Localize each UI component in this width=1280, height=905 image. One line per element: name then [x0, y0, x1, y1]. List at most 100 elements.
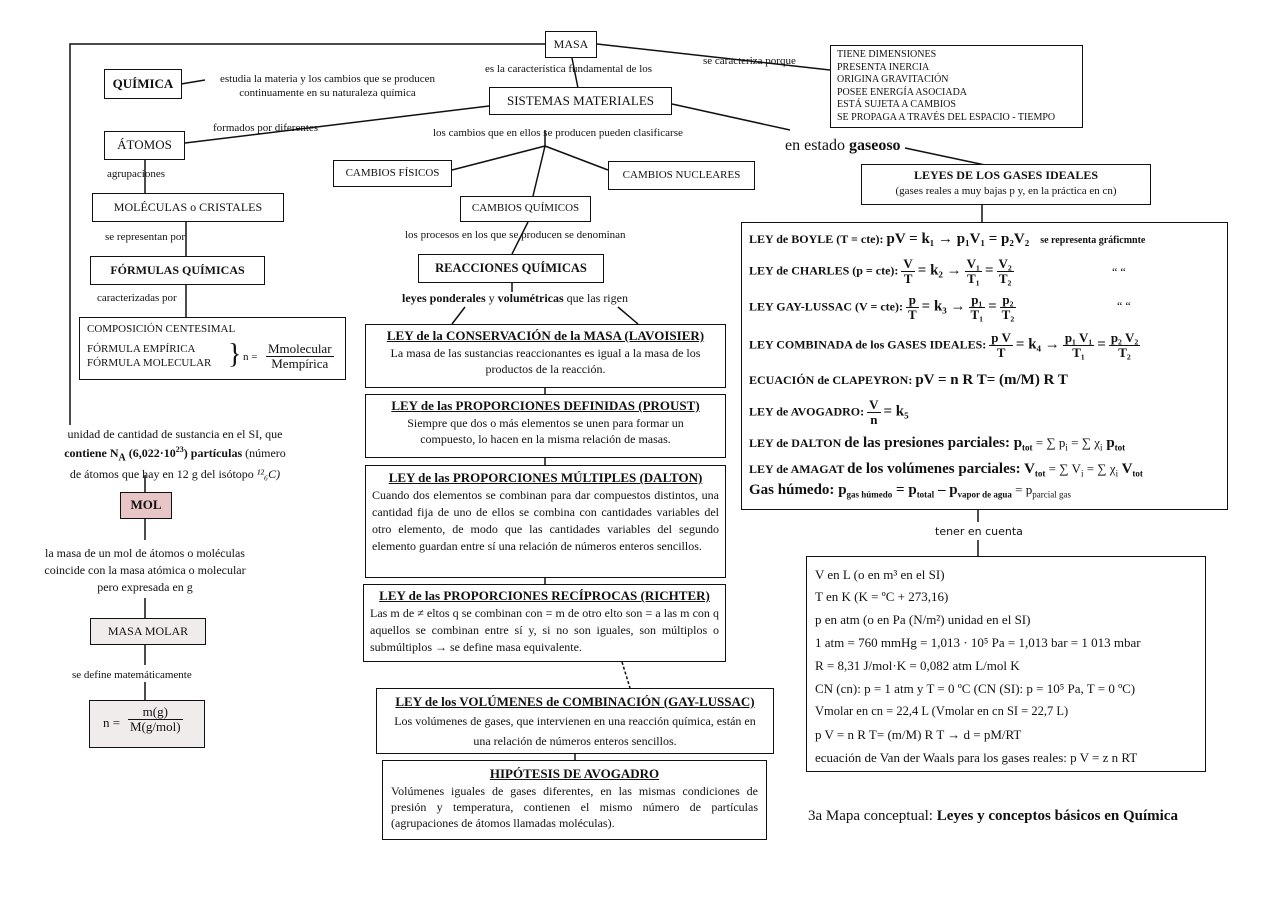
node-atomos: ÁTOMOS [104, 131, 185, 160]
ecuacion-clapeyron: ECUACIÓN de CLAPEYRON: pV = n R T= (m/M)… [749, 372, 1068, 388]
node-formulas: FÓRMULAS QUÍMICAS [90, 256, 265, 285]
note-line: CN (cn): p = 1 atm y T = 0 ºC (CN (SI): … [815, 681, 1136, 696]
law-title: LEY de la CONSERVACIÓN de la MASA (LAVOI… [386, 328, 705, 343]
law-body: Volúmenes iguales de gases diferentes, e… [391, 784, 758, 830]
ley-charles-quote: “ “ [1112, 265, 1126, 279]
law-body: Siempre que dos o más elementos se unen … [407, 416, 684, 446]
law-title: LEY de las PROPORCIONES DEFINIDAS (PROUS… [391, 398, 700, 413]
law-body: La masa de las sustancias reaccionantes … [390, 346, 701, 376]
notes-box: V en L (o en m³ en el SI) T en K (K = ºC… [806, 556, 1206, 772]
law-gay-lussac: LEY de los VOLÚMENES de COMBINACIÓN (GAY… [376, 688, 774, 754]
masa-prop: PRESENTA INERCIA [837, 61, 930, 73]
link-caracterizadas: caracterizadas por [97, 292, 177, 304]
link-define: se define matemáticamente [72, 669, 192, 681]
gas-humedo: Gas húmedo: pgas húmedo = ptotal – pvapo… [749, 482, 1071, 500]
note-line: R = 8,31 J/mol·K = 0,082 atm L/mol K [815, 658, 1020, 673]
gas-laws-box: LEY de BOYLE (T = cte): pV = k₁ → p₁V₁ =… [741, 222, 1228, 510]
note-line: p V = n R T= (m/M) R T → d = pM/RT [815, 727, 1022, 742]
note-line: V en L (o en m³ en el SI) [815, 567, 945, 582]
law-lavoisier: LEY de la CONSERVACIÓN de la MASA (LAVOI… [365, 324, 726, 388]
ley-amagat: LEY de AMAGAT de los volúmenes parciales… [749, 461, 1143, 479]
link-procesos: los procesos en los que se producen se d… [405, 229, 626, 241]
caption: 3a Mapa conceptual: Leyes y conceptos bá… [808, 808, 1178, 824]
mol-desc-line: contiene NA (6,022·1023) partículas (núm… [64, 445, 286, 464]
node-moleculas: MOLÉCULAS o CRISTALES [92, 193, 284, 222]
node-cambios-fisicos: CAMBIOS FÍSICOS [333, 160, 452, 187]
node-sistemas-materiales: SISTEMAS MATERIALES [489, 87, 672, 115]
mol-description: unidad de cantidad de sustancia en el SI… [30, 426, 320, 482]
brace-icon: } [228, 339, 242, 370]
node-mol: MOL [120, 492, 172, 519]
law-richter: LEY de las PROPORCIONES RECÍPROCAS (RICH… [363, 584, 726, 662]
leyes-gases-header: LEYES DE LOS GASES IDEALES (gases reales… [861, 164, 1151, 205]
link-agrupaciones: agrupaciones [107, 168, 166, 180]
leyes-gases-title: LEYES DE LOS GASES IDEALES [913, 168, 1099, 182]
composicion-box: COMPOSICIÓN CENTESIMAL FÓRMULA EMPÍRICA … [79, 317, 346, 380]
mol-desc-line: de átomos que hay en 12 g del isótopo ¹²… [69, 467, 281, 482]
fraction-numerator: m(g) [128, 705, 183, 720]
link-leyes-rigen: leyes ponderales y volumétricas que las … [402, 291, 628, 305]
link-caracteriza: se caracteriza porque [703, 55, 796, 67]
law-body: Cuando dos elementos se combinan para da… [372, 488, 719, 553]
law-body: Los volúmenes de gases, que intervienen … [394, 714, 756, 748]
composicion-fraction: Mmolecular Mempírica [266, 342, 334, 371]
n-formula-fraction: m(g) M(g/mol) [128, 705, 183, 734]
law-title: LEY de las PROPORCIONES RECÍPROCAS (RICH… [379, 588, 710, 603]
fraction-denominator: Mempírica [271, 356, 329, 371]
note-line: 1 atm = 760 mmHg = 1,013 · 10⁵ Pa = 1,01… [815, 635, 1141, 650]
node-masa: MASA [545, 31, 597, 58]
link-estudia-2: continuamente en su naturaleza química [239, 87, 416, 99]
law-title: HIPÓTESIS DE AVOGADRO [489, 766, 660, 781]
masa-mol-line: pero expresada en g [97, 580, 193, 594]
masa-mol-line: coincide con la masa atómica o molecular [44, 563, 246, 577]
n-formula-eq: n = [103, 715, 121, 730]
node-masa-molar: MASA MOLAR [90, 618, 206, 645]
link-estudia: estudia la materia y los cambios que se … [219, 73, 436, 85]
law-title: LEY de las PROPORCIONES MÚLTIPLES (DALTO… [388, 470, 703, 485]
fraction-numerator: Mmolecular [266, 341, 334, 357]
masa-prop: SE PROPAGA A TRAVÉS DEL ESPACIO - TIEMPO [837, 111, 1056, 123]
masa-prop: ORIGINA GRAVITACIÓN [837, 74, 949, 85]
link-caracteristica: es la característica fundamental de los [485, 63, 653, 75]
masa-prop: POSEE ENERGÍA ASOCIADA [837, 86, 968, 98]
law-proust: LEY de las PROPORCIONES DEFINIDAS (PROUS… [365, 394, 726, 458]
link-formados: formados por diferentes [213, 122, 319, 134]
masa-properties-box: TIENE DIMENSIONES PRESENTA INERCIA ORIGI… [830, 45, 1083, 128]
composicion-line: COMPOSICIÓN CENTESIMAL [87, 323, 236, 335]
masa-mol-line: la masa de un mol de átomos o moléculas [45, 546, 245, 560]
ley-gl-quote: “ “ [1117, 299, 1131, 313]
node-reacciones: REACCIONES QUÍMICAS [418, 254, 604, 283]
law-dalton: LEY de las PROPORCIONES MÚLTIPLES (DALTO… [365, 465, 726, 578]
note-line: p en atm (o en Pa (N/m²) unidad en el SI… [815, 612, 1031, 627]
mol-desc-line: unidad de cantidad de sustancia en el SI… [67, 427, 283, 441]
masa-mol-description: la masa de un mol de átomos o moléculas … [20, 545, 270, 596]
note-line: ecuación de Van der Waals para los gases… [815, 750, 1138, 765]
fraction-denominator: M(g/mol) [130, 719, 181, 734]
link-representan: se representan por [105, 231, 186, 243]
node-cambios-nucleares: CAMBIOS NUCLEARES [608, 161, 755, 190]
note-line: T en K (K = ºC + 273,16) [815, 589, 949, 604]
n-formula-box: n = m(g) M(g/mol) [89, 700, 205, 748]
hipotesis-avogadro: HIPÓTESIS DE AVOGADRO Volúmenes iguales … [382, 760, 767, 840]
node-gaseoso: en estado gaseoso [785, 137, 901, 154]
composicion-eq: n = [243, 351, 258, 363]
link-clasificarse: los cambios que en ellos se producen pue… [433, 127, 683, 139]
link-tener-en-cuenta: tener en cuenta [935, 525, 1023, 538]
masa-prop: ESTÁ SUJETA A CAMBIOS [837, 99, 956, 110]
law-body: Las m de ≠ eltos q se combinan con = m d… [370, 606, 719, 654]
